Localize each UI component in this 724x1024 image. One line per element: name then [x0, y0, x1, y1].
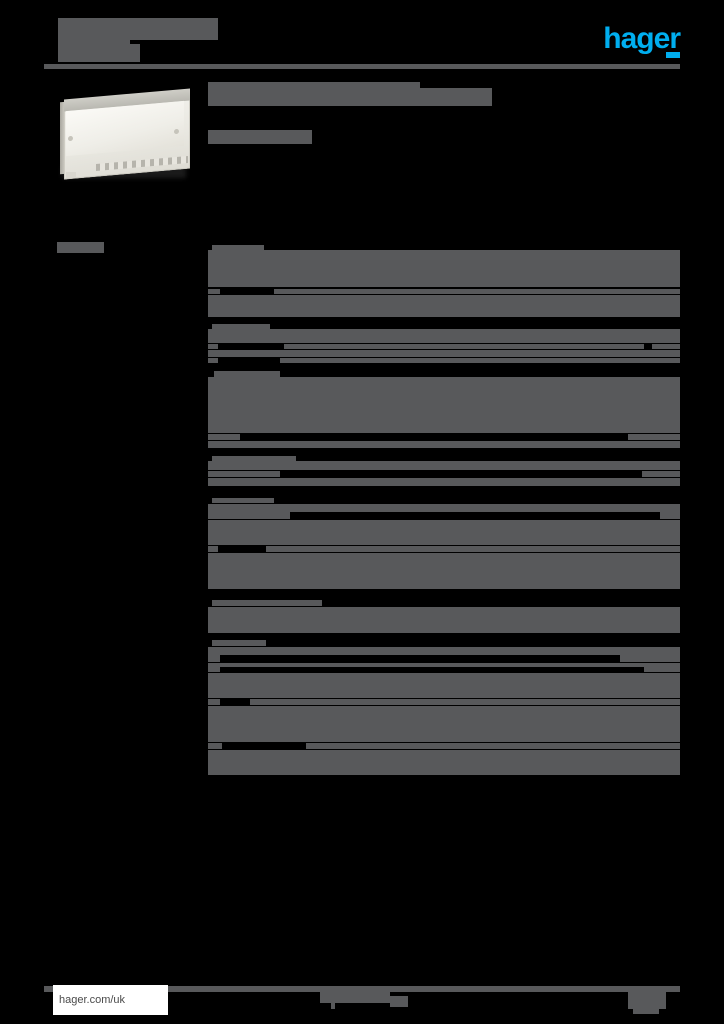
product-image-foot — [66, 172, 76, 178]
table-row — [274, 289, 680, 294]
footer-url-chip[interactable]: hager.com/uk — [53, 985, 168, 1015]
table-row — [208, 250, 680, 287]
hager-logo[interactable]: hager — [603, 22, 681, 55]
spec-group-3 — [208, 371, 680, 448]
table-row — [208, 358, 218, 363]
spec-group-heading-4 — [212, 456, 296, 461]
footer-center-redacted — [320, 991, 390, 1003]
table-row — [208, 344, 218, 349]
header-divider — [44, 64, 680, 69]
footer-url-label[interactable]: hager.com/uk — [59, 994, 126, 1006]
document-title-redacted — [58, 18, 218, 40]
spec-group-6 — [208, 600, 680, 633]
product-reference-redacted — [57, 242, 104, 253]
table-row — [208, 512, 290, 519]
table-row — [208, 434, 240, 440]
spec-group-7 — [208, 640, 680, 775]
table-row — [208, 607, 680, 633]
table-row — [652, 344, 680, 349]
table-row — [280, 358, 680, 363]
table-row — [208, 750, 680, 775]
table-row — [208, 504, 680, 512]
spec-group-heading-7 — [212, 640, 266, 646]
page-footer — [0, 964, 724, 1024]
page-header: hager — [0, 0, 724, 80]
table-row — [208, 478, 680, 486]
table-row — [660, 512, 680, 519]
spec-group-heading-2 — [212, 324, 270, 329]
table-row — [628, 434, 680, 440]
table-row — [620, 655, 680, 662]
table-row — [208, 667, 220, 672]
table-row — [208, 377, 680, 433]
table-row — [208, 553, 680, 589]
table-row — [208, 743, 222, 749]
footer-right-redacted — [628, 987, 666, 1009]
document-title-secondline-redacted — [58, 44, 140, 62]
footer-right-redacted-2 — [633, 1009, 659, 1014]
spec-group-heading-6 — [212, 600, 322, 606]
footer-center-redacted-2 — [390, 996, 408, 1007]
table-row — [284, 344, 644, 349]
table-row — [208, 546, 218, 552]
footer-divider — [44, 986, 680, 992]
table-row — [208, 699, 220, 705]
table-row — [208, 655, 220, 662]
table-row — [208, 329, 680, 343]
table-row — [208, 520, 680, 545]
spec-group-1 — [208, 245, 680, 317]
table-row — [266, 546, 680, 552]
spec-group-heading-1 — [212, 245, 264, 250]
hager-logo-underline-icon — [666, 52, 680, 58]
section-label — [208, 130, 312, 144]
spec-group-heading-5 — [212, 498, 274, 503]
table-row — [208, 289, 220, 294]
table-row — [208, 647, 680, 655]
table-row — [642, 471, 680, 477]
spec-group-heading-3 — [214, 371, 280, 377]
table-row — [208, 471, 280, 477]
table-row — [208, 441, 680, 448]
page-heading-ascenders — [208, 82, 420, 89]
spec-group-5 — [208, 498, 680, 589]
table-row — [208, 663, 680, 667]
table-row — [208, 295, 680, 317]
table-row — [644, 667, 680, 672]
table-row — [250, 699, 680, 705]
table-row — [208, 350, 680, 357]
footer-center-descender — [331, 1003, 335, 1009]
table-row — [208, 706, 680, 742]
table-row — [208, 461, 680, 470]
product-image-consumer-unit — [56, 88, 198, 186]
table-row — [208, 673, 680, 698]
spec-group-4 — [208, 456, 680, 486]
table-row — [306, 743, 680, 749]
spec-group-2 — [208, 324, 680, 363]
page-title — [208, 88, 492, 106]
